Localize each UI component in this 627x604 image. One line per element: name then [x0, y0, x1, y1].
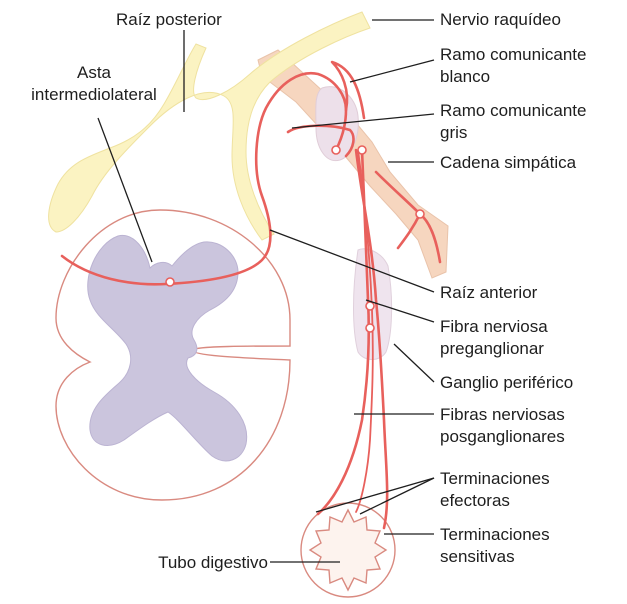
label-fibras-pos-2: posganglionares [440, 427, 565, 446]
label-fibras-pos-1: Fibras nerviosas [440, 405, 565, 424]
label-asta-2: intermediolateral [31, 85, 157, 104]
label-term-sens-1: Terminaciones [440, 525, 550, 544]
label-raiz-anterior: Raíz anterior [440, 283, 538, 302]
label-fibra-pre-2: preganglionar [440, 339, 544, 358]
synapse-ramus-1 [332, 146, 340, 154]
label-ramo-blanco-1: Ramo comunicante [440, 45, 586, 64]
label-cadena-simpatica: Cadena simpática [440, 153, 577, 172]
label-ganglio-periferico: Ganglio periférico [440, 373, 573, 392]
label-term-sens-2: sensitivas [440, 547, 515, 566]
label-asta-1: Asta [77, 63, 112, 82]
label-ramo-blanco-2: blanco [440, 67, 490, 86]
label-tubo-digestivo: Tubo digestivo [158, 553, 268, 572]
leader-ramo-blanco [350, 60, 434, 82]
label-ramo-gris-1: Ramo comunicante [440, 101, 586, 120]
label-term-efec-1: Terminaciones [440, 469, 550, 488]
label-fibra-pre-1: Fibra nerviosa [440, 317, 548, 336]
label-ramo-gris-2: gris [440, 123, 467, 142]
digestive-tube [310, 510, 386, 590]
synapse-ganglion-2 [366, 324, 374, 332]
label-term-efec-2: efectoras [440, 491, 510, 510]
synapse-cord [166, 278, 174, 286]
leader-ganglio [394, 344, 434, 382]
label-raiz-posterior: Raíz posterior [116, 10, 222, 29]
synapse-ganglion-1 [366, 302, 374, 310]
synapse-ramus-2 [358, 146, 366, 154]
label-nervio-raquideo: Nervio raquídeo [440, 10, 561, 29]
synapse-chain [416, 210, 424, 218]
leader-raiz-anterior [270, 230, 434, 292]
